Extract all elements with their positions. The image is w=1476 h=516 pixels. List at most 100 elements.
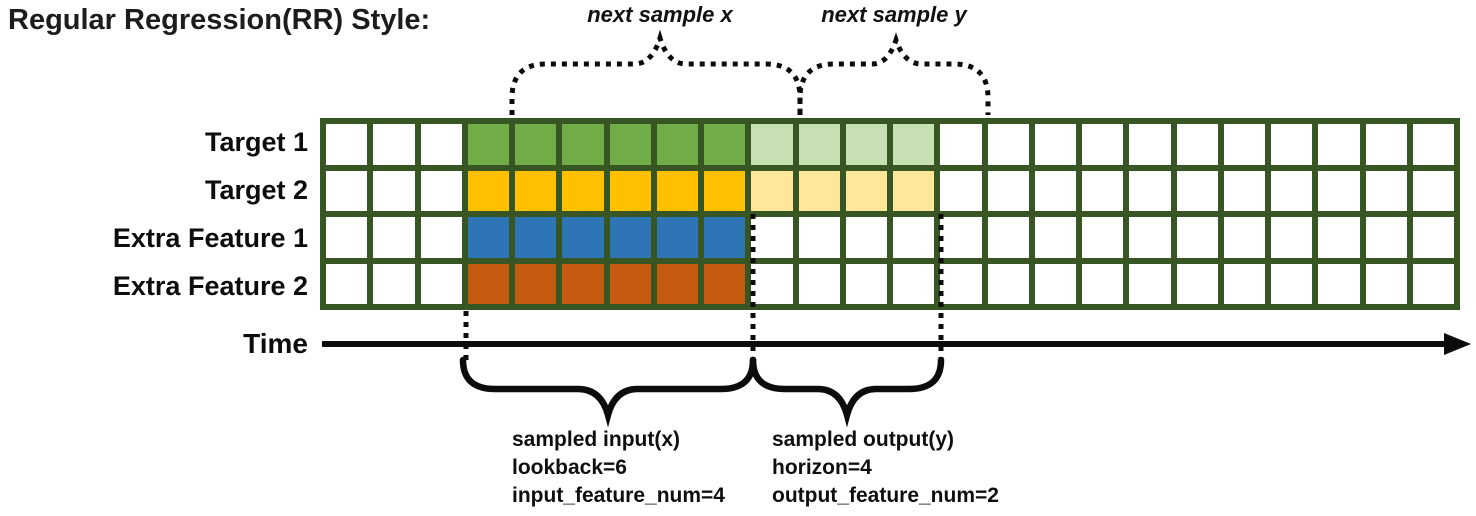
grid-cell [562, 263, 604, 304]
grid-cell [656, 170, 698, 211]
grid-cell [1129, 124, 1171, 165]
grid-cell [704, 263, 746, 304]
output-feature-num-value: output_feature_num=2 [772, 484, 999, 507]
grid-cell [515, 124, 557, 165]
grid-cell [420, 170, 462, 211]
grid-cell [467, 170, 509, 211]
grid-cell [845, 124, 887, 165]
grid-cell [798, 170, 840, 211]
grid-cell [987, 124, 1029, 165]
grid-cell [656, 124, 698, 165]
grid-cell [751, 217, 793, 258]
grid-cell [987, 263, 1029, 304]
time-arrow-head [1444, 333, 1471, 355]
grid-cell [940, 170, 982, 211]
grid-cell [515, 170, 557, 211]
grid-cell [420, 124, 462, 165]
grid-cell [1034, 263, 1076, 304]
grid-cell [1271, 170, 1313, 211]
row-label-target-2: Target 2 [204, 175, 308, 205]
grid-cell [420, 217, 462, 258]
grid-cell [562, 217, 604, 258]
grid-cell [373, 170, 415, 211]
sampled-input-note: sampled input(x) lookback=6 input_featur… [512, 426, 725, 510]
sampled-output-brace [749, 356, 945, 428]
grid-cell [1412, 263, 1454, 304]
grid-cell [1318, 217, 1360, 258]
grid-cell [1034, 170, 1076, 211]
grid-cell [1034, 217, 1076, 258]
grid-cell [656, 217, 698, 258]
grid-cell [1365, 124, 1407, 165]
grid-cell [1271, 263, 1313, 304]
next-sample-y-brace [797, 32, 991, 115]
grid-cell [1318, 124, 1360, 165]
time-axis-label: Time [243, 328, 308, 359]
grid-cell [1365, 217, 1407, 258]
lookback-value: lookback=6 [512, 456, 627, 479]
grid-cell [704, 124, 746, 165]
grid-cell [751, 263, 793, 304]
grid-cell [940, 217, 982, 258]
grid-cell [1129, 263, 1171, 304]
grid-cell [940, 263, 982, 304]
grid-cell [1223, 124, 1265, 165]
time-series-grid [320, 118, 1460, 310]
sampled-input-title: sampled input(x) [512, 428, 681, 451]
horizon-value: horizon=4 [772, 456, 872, 479]
grid-cell [1412, 217, 1454, 258]
grid-cell [940, 124, 982, 165]
page-title: Regular Regression(RR) Style: [8, 4, 431, 36]
grid-cell [893, 217, 935, 258]
row-label-target-1: Target 1 [204, 127, 308, 157]
grid-cell [845, 217, 887, 258]
grid-cell [1129, 170, 1171, 211]
grid-cell [326, 263, 368, 304]
grid-cell [326, 124, 368, 165]
grid-cell [751, 170, 793, 211]
grid-cell [1271, 217, 1313, 258]
grid-cell [1412, 170, 1454, 211]
grid-cell [751, 124, 793, 165]
sampled-input-brace [459, 356, 757, 428]
row-label-extra-feature-1: Extra Feature 1 [112, 223, 308, 253]
grid-cell [656, 263, 698, 304]
grid-cell [1082, 170, 1124, 211]
grid-cell [845, 170, 887, 211]
grid-cell [798, 124, 840, 165]
input-feature-num-value: input_feature_num=4 [512, 484, 725, 507]
sampled-output-note: sampled output(y) horizon=4 output_featu… [772, 426, 999, 510]
grid-cell [609, 263, 651, 304]
grid-cell [1176, 124, 1218, 165]
grid-cell [1318, 170, 1360, 211]
grid-cell [515, 217, 557, 258]
grid-cell [1082, 217, 1124, 258]
grid-cell [1412, 124, 1454, 165]
grid-cell [1271, 124, 1313, 165]
grid-cell [326, 170, 368, 211]
next-sample-y-label: next sample y [821, 2, 967, 27]
grid-cell [704, 170, 746, 211]
next-sample-x-label: next sample x [587, 2, 733, 27]
grid-cell [1365, 263, 1407, 304]
grid-cell [562, 170, 604, 211]
grid-cell [467, 263, 509, 304]
grid-cell [893, 124, 935, 165]
grid-cell [1176, 263, 1218, 304]
grid-cell [1082, 124, 1124, 165]
grid-cell [1176, 170, 1218, 211]
grid-cell [1082, 263, 1124, 304]
grid-cell [704, 217, 746, 258]
grid-cell [987, 217, 1029, 258]
sampled-output-title: sampled output(y) [772, 428, 954, 451]
grid-cell [467, 217, 509, 258]
grid-cell [1365, 170, 1407, 211]
grid-cell [515, 263, 557, 304]
grid-cell [1223, 217, 1265, 258]
grid-cell [1129, 217, 1171, 258]
grid-cell [562, 124, 604, 165]
grid-cell [893, 170, 935, 211]
grid-cell [420, 263, 462, 304]
